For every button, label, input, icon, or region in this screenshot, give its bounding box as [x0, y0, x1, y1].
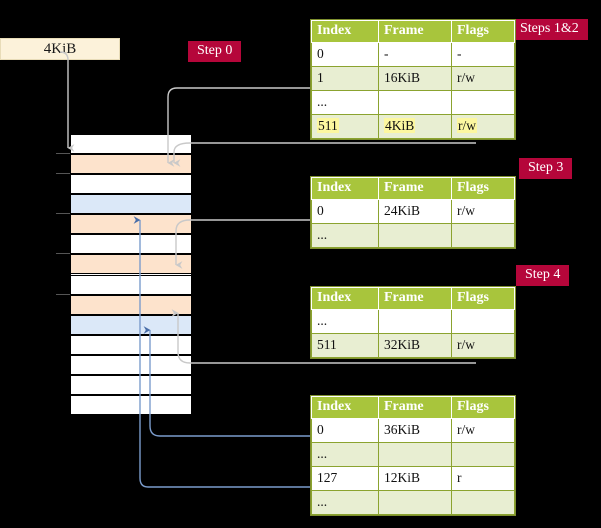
memory-row	[71, 134, 191, 155]
memory-row	[71, 174, 191, 195]
table-cell: 127	[311, 466, 379, 491]
table-header-cell: Index	[311, 396, 379, 419]
highlighted-value: 4KiB	[384, 118, 416, 133]
table-header-cell: Index	[311, 20, 379, 43]
table-row: ...	[311, 309, 515, 334]
memory-row	[71, 354, 191, 375]
table-cell: r/w	[451, 199, 515, 224]
step-badge-label: Step 0	[197, 43, 233, 58]
table-header-cell: Frame	[378, 20, 452, 43]
table-cell: 0	[311, 199, 379, 224]
step-badge-step-3: Step 3	[519, 158, 573, 180]
memory-row	[71, 274, 191, 295]
table-cell: r/w	[451, 333, 515, 358]
physical-memory-bar	[70, 133, 192, 416]
table-cell	[451, 90, 515, 115]
table-header-cell: Flags	[451, 177, 515, 200]
table-cell	[451, 309, 515, 334]
memory-row	[71, 334, 191, 355]
request-size-box: 4KiB	[0, 38, 120, 60]
table-cell: ...	[311, 90, 379, 115]
table-cell: 1	[311, 66, 379, 91]
memory-row	[71, 234, 191, 255]
memory-row	[71, 214, 191, 235]
table-cell	[378, 490, 452, 515]
table-cell: 16KiB	[378, 66, 452, 91]
highlighted-value: 511	[317, 118, 339, 133]
table-row: ...	[311, 90, 515, 115]
table-header-cell: Index	[311, 287, 379, 310]
highlighted-value: r/w	[457, 118, 477, 133]
memory-row-tick	[56, 153, 70, 155]
table-cell: -	[378, 42, 452, 67]
table-header-cell: Frame	[378, 287, 452, 310]
table-row: 511 4KiB r/w	[311, 114, 515, 139]
table-header-cell: Flags	[451, 20, 515, 43]
table-cell: 0	[311, 42, 379, 67]
memory-row	[71, 314, 191, 335]
memory-row	[71, 194, 191, 215]
memory-row	[71, 394, 191, 415]
memory-row-tick	[56, 253, 70, 255]
table-cell: -	[451, 42, 515, 67]
table-cell: ...	[311, 490, 379, 515]
table-cell: 32KiB	[378, 333, 452, 358]
table-cell: ...	[311, 309, 379, 334]
step-badge-label: Step 4	[525, 267, 561, 282]
table-cell: 12KiB	[378, 466, 452, 491]
memory-row-tick	[56, 173, 70, 175]
step-badge-steps-1-2: Steps 1&2	[511, 19, 588, 41]
step-badge-step-0: Step 0	[188, 41, 242, 63]
table-cell: r/w	[451, 66, 515, 91]
table-cell: ...	[311, 442, 379, 467]
table-cell: 36KiB	[378, 418, 452, 443]
table-row: ...	[311, 490, 515, 515]
memory-row-tick	[56, 213, 70, 215]
wire-request-to-memory	[59, 51, 75, 152]
table-cell: 511	[311, 114, 379, 139]
table-cell	[378, 223, 452, 248]
memory-row	[71, 294, 191, 315]
table-header-cell: Frame	[378, 177, 452, 200]
memory-row	[71, 254, 191, 275]
step-badge-step-4: Step 4	[516, 265, 570, 287]
table-cell: 511	[311, 333, 379, 358]
table-cell: 24KiB	[378, 199, 452, 224]
memory-row	[71, 154, 191, 175]
step-badge-label: Step 3	[528, 160, 564, 175]
table-row: ...	[311, 223, 515, 248]
table-cell	[451, 223, 515, 248]
table-cell	[378, 442, 452, 467]
table-row: 0--	[311, 42, 515, 67]
table-cell: ...	[311, 223, 379, 248]
table-header-cell: Flags	[451, 287, 515, 310]
table-cell: 0	[311, 418, 379, 443]
table-header-cell: Index	[311, 177, 379, 200]
table-cell	[451, 442, 515, 467]
table-cell	[378, 309, 452, 334]
table-cell: r/w	[451, 418, 515, 443]
memory-row-tick	[56, 293, 70, 295]
table-header-cell: Frame	[378, 396, 452, 419]
table-cell: 4KiB	[378, 114, 452, 139]
table-row: ...	[311, 442, 515, 467]
table-header-cell: Flags	[451, 396, 515, 419]
table-cell: r/w	[451, 114, 515, 139]
table-cell: r	[451, 466, 515, 491]
table-cell	[378, 90, 452, 115]
table-cell	[451, 490, 515, 515]
memory-row	[71, 374, 191, 395]
step-badge-label: Steps 1&2	[520, 21, 579, 36]
request-size-label: 4KiB	[43, 40, 77, 57]
